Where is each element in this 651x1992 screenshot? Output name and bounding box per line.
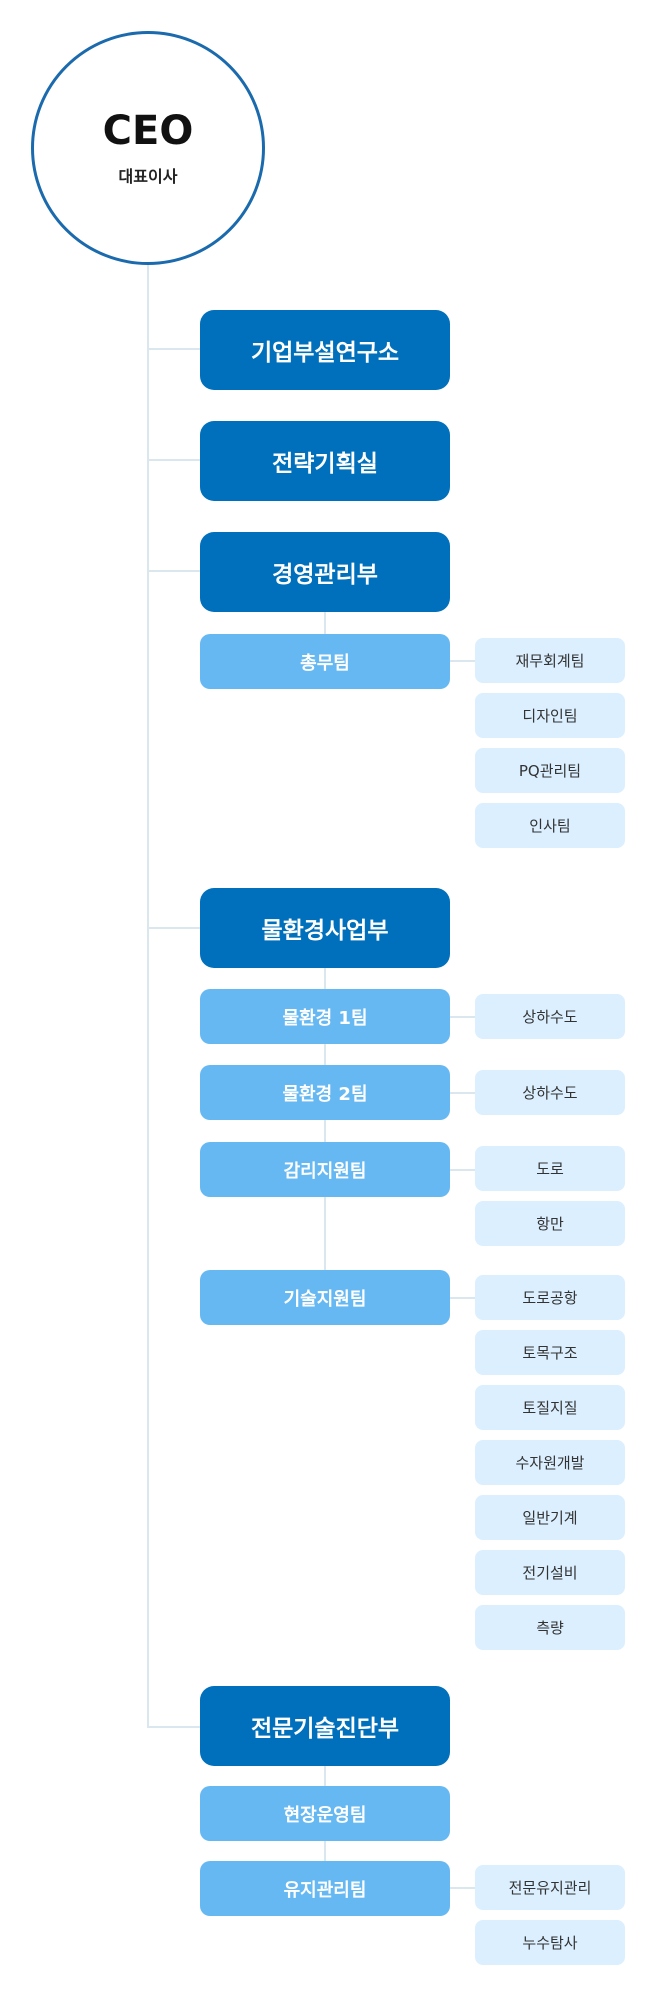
sub-water-resources: 수자원개발 (475, 1440, 625, 1485)
dept-vertical-line (324, 612, 326, 634)
dept-technical-diagnosis: 전문기술진단부 (200, 1686, 450, 1766)
sub-road: 도로 (475, 1146, 625, 1191)
team-sub-line (450, 660, 475, 662)
team-sub-line (450, 1297, 475, 1299)
ceo-circle: CEO 대표이사 (31, 31, 265, 265)
sub-leak-detection: 누수탐사 (475, 1920, 625, 1965)
branch-line (147, 348, 200, 350)
sub-road-airport: 도로공항 (475, 1275, 625, 1320)
team-water-1: 물환경 1팀 (200, 989, 450, 1044)
team-supervision-support: 감리지원팀 (200, 1142, 450, 1197)
sub-design: 디자인팀 (475, 693, 625, 738)
sub-specialized-maintenance: 전문유지관리 (475, 1865, 625, 1910)
dept-strategy-planning: 전략기획실 (200, 421, 450, 501)
sub-soil-geology: 토질지질 (475, 1385, 625, 1430)
sub-surveying: 측량 (475, 1605, 625, 1650)
sub-hr: 인사팀 (475, 803, 625, 848)
ceo-trunk-line (147, 265, 149, 1727)
sub-civil-structure: 토목구조 (475, 1330, 625, 1375)
branch-line (147, 459, 200, 461)
ceo-title: CEO (102, 108, 194, 154)
dept-management: 경영관리부 (200, 532, 450, 612)
sub-general-machinery: 일반기계 (475, 1495, 625, 1540)
team-sub-line (450, 1887, 475, 1889)
team-sub-line (450, 1092, 475, 1094)
dept-water-environment: 물환경사업부 (200, 888, 450, 968)
sub-water-sewage-1: 상하수도 (475, 994, 625, 1039)
team-technical-support: 기술지원팀 (200, 1270, 450, 1325)
team-site-operations: 현장운영팀 (200, 1786, 450, 1841)
sub-water-sewage-2: 상하수도 (475, 1070, 625, 1115)
dept-research-institute: 기업부설연구소 (200, 310, 450, 390)
team-maintenance: 유지관리팀 (200, 1861, 450, 1916)
team-water-2: 물환경 2팀 (200, 1065, 450, 1120)
sub-pq-management: PQ관리팀 (475, 748, 625, 793)
branch-line (147, 570, 200, 572)
team-sub-line (450, 1016, 475, 1018)
branch-line (147, 927, 200, 929)
sub-accounting: 재무회계팀 (475, 638, 625, 683)
branch-line (147, 1726, 200, 1728)
team-general-affairs: 총무팀 (200, 634, 450, 689)
sub-harbor: 항만 (475, 1201, 625, 1246)
sub-electrical-equipment: 전기설비 (475, 1550, 625, 1595)
team-sub-line (450, 1169, 475, 1171)
ceo-subtitle: 대표이사 (118, 167, 178, 186)
